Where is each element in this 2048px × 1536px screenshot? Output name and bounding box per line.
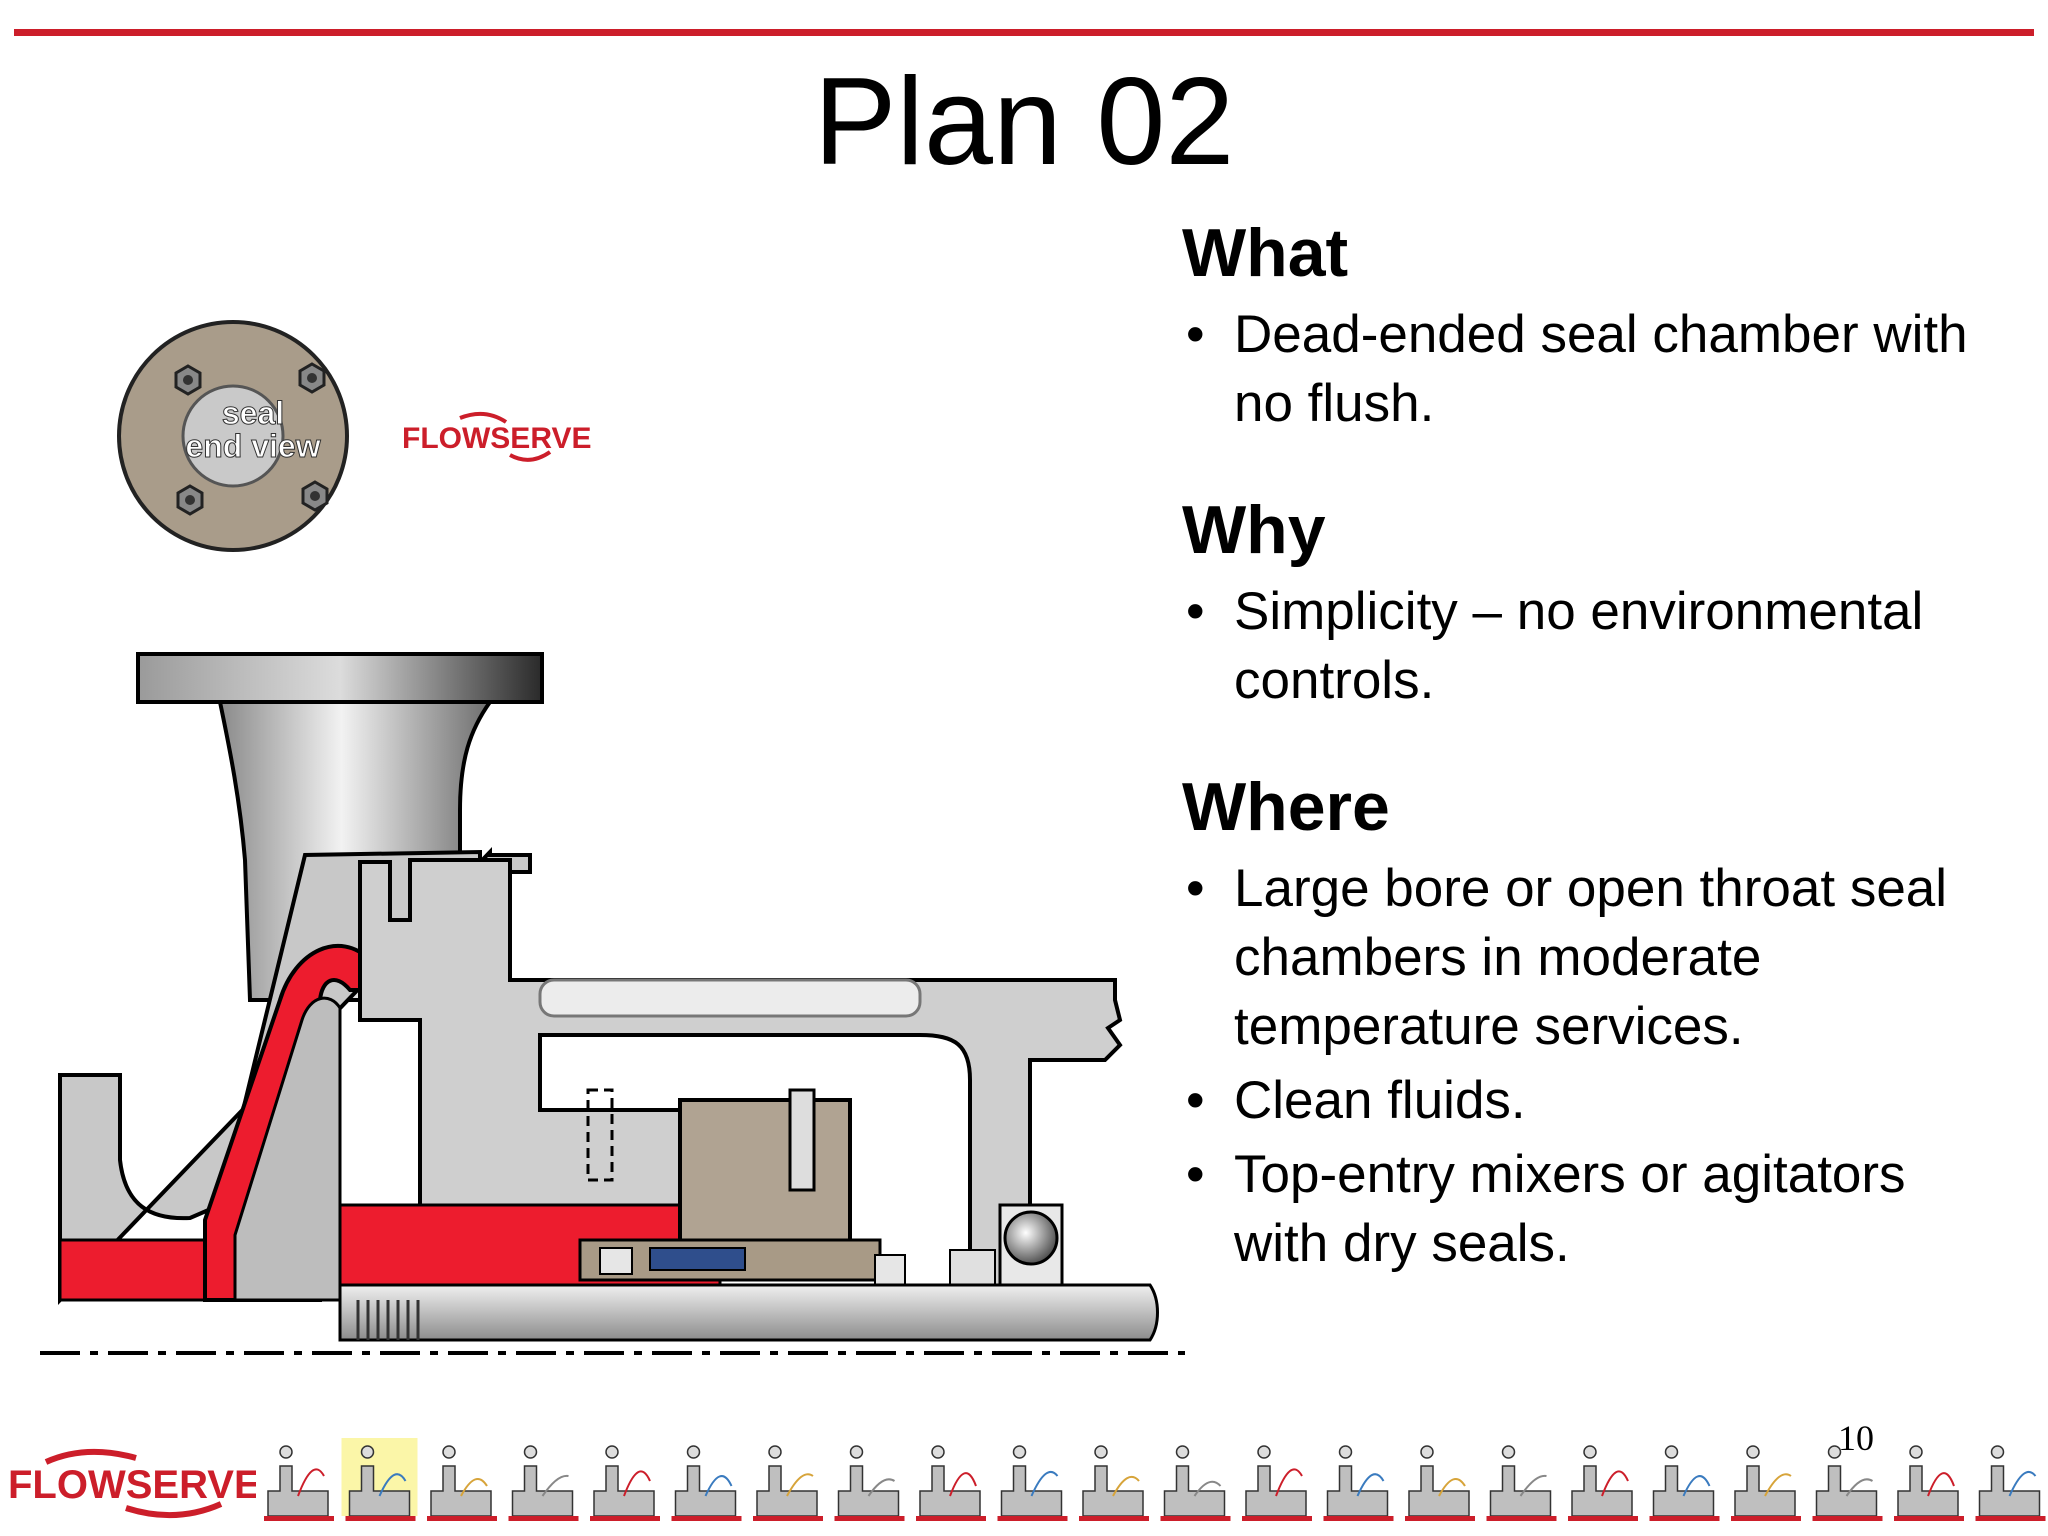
volute-casing bbox=[58, 847, 532, 1305]
plan-thumbnail-icon bbox=[1486, 1445, 1557, 1521]
section-heading-where: Where bbox=[1182, 769, 1390, 845]
process-fluid-lower bbox=[58, 1238, 207, 1302]
bullet-icon: • bbox=[1186, 582, 1205, 641]
plan-thumbnail-icon bbox=[671, 1445, 742, 1521]
end-view-label-line2: end view bbox=[185, 428, 320, 464]
gland-bolt bbox=[586, 1088, 614, 1182]
impeller bbox=[233, 996, 342, 1302]
bearing-ball bbox=[1003, 1210, 1059, 1266]
section-heading-what: What bbox=[1182, 215, 1349, 291]
list-item: •Simplicity – no environmental controls. bbox=[1182, 577, 2012, 715]
content-column: What •Dead-ended seal chamber with no fl… bbox=[1182, 212, 2012, 1283]
plan-thumbnail-icon bbox=[916, 1445, 986, 1521]
slide-title: Plan 02 bbox=[813, 53, 1235, 191]
plan-thumbnail-icon bbox=[1568, 1445, 1638, 1521]
what-bullets: •Dead-ended seal chamber with no flush. bbox=[1182, 300, 2012, 438]
seal-face bbox=[649, 1247, 746, 1271]
bullet-icon: • bbox=[1186, 859, 1205, 918]
seal-spring bbox=[599, 1247, 633, 1275]
list-item: •Dead-ended seal chamber with no flush. bbox=[1182, 300, 2012, 438]
seal-chamber-diagram: seal end view FLOWSERVE bbox=[40, 320, 1185, 1355]
plan-thumbnail-icon bbox=[1160, 1445, 1231, 1521]
discharge-flange bbox=[136, 652, 544, 704]
section-heading-why: Why bbox=[1182, 492, 1326, 568]
pump-shaft bbox=[338, 1283, 1159, 1342]
bearing-isolator bbox=[949, 1249, 996, 1286]
shaft-threads bbox=[356, 1300, 420, 1340]
plan-thumbnail-icon bbox=[1731, 1445, 1801, 1521]
plan-thumbnail-icon bbox=[1079, 1445, 1149, 1521]
end-view-label-line1: seal bbox=[222, 395, 284, 431]
plan-thumbnail-strip bbox=[264, 1438, 2046, 1521]
plan-thumbnail-icon bbox=[834, 1445, 905, 1521]
brand-small-text: FLOWSERVE bbox=[402, 422, 591, 455]
gland-stud bbox=[788, 1088, 816, 1192]
list-item: •Clean fluids. bbox=[1182, 1066, 2012, 1135]
bullet-icon: • bbox=[1186, 305, 1205, 364]
plan-thumbnail-icon bbox=[1812, 1445, 1883, 1521]
list-item: •Top-entry mixers or agitators with dry … bbox=[1182, 1140, 2012, 1278]
plan-thumbnail-icon bbox=[1242, 1445, 1312, 1521]
plan-thumbnail-icon bbox=[1649, 1445, 1720, 1521]
footer-brand-text: FLOWSERVE bbox=[8, 1463, 256, 1507]
plan-thumbnail-icon bbox=[1405, 1445, 1475, 1521]
plan-thumbnail-icon bbox=[508, 1445, 579, 1521]
plan-thumbnail-icon bbox=[1894, 1445, 1964, 1521]
why-bullets: •Simplicity – no environmental controls. bbox=[1182, 577, 2012, 715]
bullet-icon: • bbox=[1186, 1071, 1205, 1130]
housing-window bbox=[538, 978, 922, 1018]
seal-chamber-housing bbox=[358, 858, 1123, 1302]
page-number: 10 bbox=[1838, 1418, 1874, 1458]
seal-end-view-icon: seal end view bbox=[117, 320, 349, 552]
plan-thumbnail-icon bbox=[264, 1445, 334, 1521]
plan-thumbnail-icon bbox=[427, 1445, 497, 1521]
where-bullets: •Large bore or open throat seal chambers… bbox=[1182, 854, 2012, 1278]
plan-thumbnail-icon bbox=[997, 1445, 1068, 1521]
flowserve-logo-small: FLOWSERVE bbox=[402, 411, 591, 462]
bullet-icon: • bbox=[1186, 1145, 1205, 1204]
top-accent-rule bbox=[14, 29, 2034, 36]
flowserve-logo: FLOWSERVE bbox=[8, 1448, 256, 1519]
list-item: •Large bore or open throat seal chambers… bbox=[1182, 854, 2012, 1061]
plan-thumbnail-icon bbox=[1323, 1445, 1394, 1521]
plan-thumbnail-icon bbox=[1975, 1445, 2046, 1521]
plan-thumbnail-icon bbox=[753, 1445, 823, 1521]
sleeve-collar bbox=[874, 1254, 906, 1286]
plan-thumbnail-icon bbox=[590, 1445, 660, 1521]
plan-thumbnail-icon bbox=[341, 1438, 418, 1521]
